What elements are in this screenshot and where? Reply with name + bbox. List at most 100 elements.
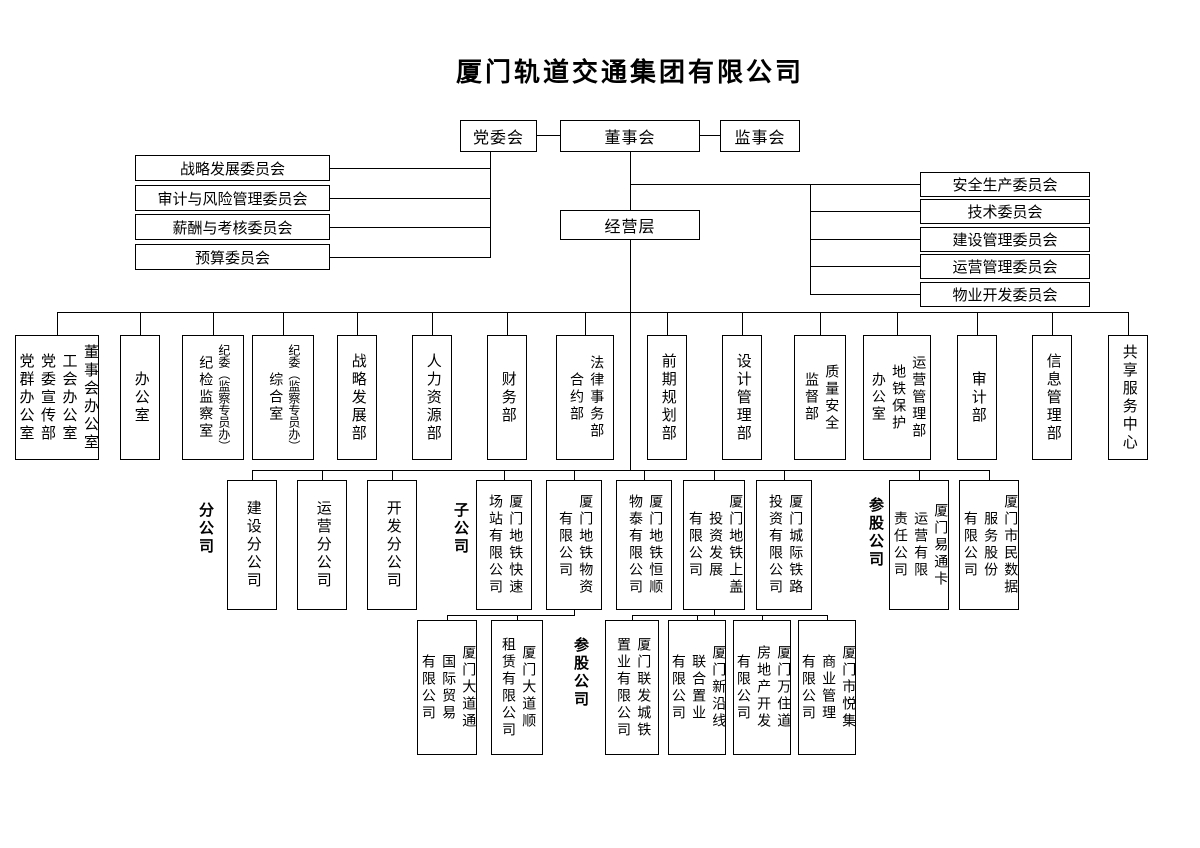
connector-line — [667, 312, 668, 335]
group-label: 分公司 — [197, 502, 213, 556]
connector-line — [714, 610, 715, 616]
connector-line — [989, 470, 990, 480]
node-board: 董事会 — [560, 120, 700, 152]
connector-line — [697, 615, 698, 620]
org-node-text: 厦门地铁物资 — [577, 494, 593, 596]
connector-line — [784, 470, 785, 480]
committee-node: 审计与风险管理委员会 — [135, 185, 330, 211]
org-node-text: 纪委（监察专员办） — [286, 343, 301, 452]
org-node-text: 厦门大道顺 — [520, 645, 536, 730]
committee-label: 技术委员会 — [967, 205, 1043, 221]
org-node-text: 场站有限公司 — [487, 494, 502, 596]
connector-line — [504, 470, 505, 480]
connector-line — [252, 470, 253, 480]
org-node: 运营分公司 — [297, 480, 347, 610]
committee-node: 物业开发委员会 — [920, 282, 1090, 307]
org-node: 前期规划部 — [647, 335, 687, 460]
connector-line — [392, 470, 393, 480]
org-node-text: 投资发展 — [707, 511, 723, 579]
org-node-text: 有限公司 — [734, 653, 750, 722]
committee-node: 建设管理委员会 — [920, 227, 1090, 252]
org-node-text: 厦门城际铁路 — [787, 494, 803, 596]
committee-node: 安全生产委员会 — [920, 172, 1090, 197]
org-node-text: 审计部 — [969, 370, 986, 425]
org-node-text: 厦门市民数据 — [1002, 494, 1018, 596]
org-node-text: 综合室 — [267, 372, 283, 423]
committee-label: 运营管理委员会 — [952, 260, 1058, 276]
connector-line — [330, 198, 490, 199]
org-node-text: 投资有限公司 — [767, 494, 782, 596]
org-node-text: 国际贸易 — [440, 653, 456, 722]
node-party-committee: 党委会 — [460, 120, 537, 152]
org-node-text: 党群办公室 — [17, 352, 34, 443]
connector-line — [585, 312, 586, 335]
connector-line — [1052, 312, 1053, 335]
org-node: 财务部 — [487, 335, 527, 460]
connector-line — [644, 470, 645, 480]
org-node: 运营管理部地铁保护办公室 — [863, 335, 931, 460]
org-node: 厦门地铁恒顺物泰有限公司 — [616, 480, 672, 610]
connector-line — [762, 615, 763, 620]
connector-line — [432, 312, 433, 335]
org-node-text: 运营分公司 — [314, 500, 331, 590]
committee-label: 预算委员会 — [194, 250, 270, 267]
org-node-text: 有限公司 — [686, 511, 702, 579]
connector-line — [574, 470, 575, 480]
connector-line — [322, 470, 323, 480]
org-node-text: 共享服务中心 — [1120, 343, 1137, 452]
committee-label: 安全生产委员会 — [952, 178, 1058, 194]
org-node-text: 设计管理部 — [734, 352, 751, 443]
connector-line — [574, 610, 575, 616]
connector-line — [810, 294, 920, 295]
page-title: 厦门轨道交通集团有限公司 — [455, 58, 804, 87]
committee-node: 薪酬与考核委员会 — [135, 214, 330, 240]
org-node-text: 办公室 — [869, 372, 885, 423]
committee-label: 审计与风险管理委员会 — [157, 191, 308, 208]
committee-node: 战略发展委员会 — [135, 155, 330, 181]
committee-label: 薪酬与考核委员会 — [172, 220, 293, 237]
org-node: 纪委（监察专员办）纪检监察室 — [182, 335, 244, 460]
node-label: 董事会 — [604, 130, 656, 147]
group-label: 子公司 — [452, 502, 468, 556]
connector-line — [810, 211, 920, 212]
org-node-text: 责任公司 — [891, 511, 907, 579]
connector-line — [252, 470, 990, 471]
connector-line — [1128, 312, 1129, 335]
committee-label: 战略发展委员会 — [179, 161, 285, 178]
org-node: 厦门联发城铁置业有限公司 — [605, 620, 659, 755]
org-node: 纪委（监察专员办）综合室 — [252, 335, 314, 460]
org-node: 战略发展部 — [337, 335, 377, 460]
connector-line — [57, 312, 1129, 313]
org-node-text: 物泰有限公司 — [627, 494, 642, 596]
connector-line — [213, 312, 214, 335]
org-node-text: 纪委（监察专员办） — [216, 343, 231, 452]
connector-line — [283, 312, 284, 335]
connector-line — [714, 470, 715, 480]
connector-line — [919, 470, 920, 480]
connector-line — [140, 312, 141, 335]
connector-line — [827, 615, 828, 620]
org-node: 厦门地铁物资有限公司 — [546, 480, 602, 610]
committee-node: 运营管理委员会 — [920, 254, 1090, 279]
org-node: 厦门新沿线联合置业有限公司 — [668, 620, 726, 755]
group-label: 参股公司 — [867, 497, 883, 569]
connector-line — [632, 615, 828, 616]
connector-line — [810, 266, 920, 267]
committee-label: 物业开发委员会 — [952, 288, 1058, 304]
org-node-text: 质量安全 — [823, 363, 839, 432]
org-node-text: 前期规划部 — [659, 352, 676, 443]
org-node-text: 厦门联发城铁 — [635, 636, 651, 739]
org-node-text: 党委宣传部 — [39, 352, 55, 443]
org-node-text: 厦门地铁快速 — [507, 494, 523, 596]
org-node-text: 有限公司 — [961, 511, 977, 579]
org-node: 厦门市悦集商业管理有限公司 — [798, 620, 856, 755]
connector-line — [810, 239, 920, 240]
connector-line — [742, 312, 743, 335]
org-node-text: 厦门市悦集 — [840, 645, 856, 730]
org-node-text: 信息管理部 — [1044, 352, 1061, 443]
org-node-text: 合约部 — [568, 372, 583, 423]
org-node: 厦门市民数据服务股份有限公司 — [959, 480, 1019, 610]
org-node: 厦门大道通国际贸易有限公司 — [417, 620, 477, 755]
org-node-text: 厦门新沿线 — [710, 645, 726, 730]
committee-node: 技术委员会 — [920, 199, 1090, 224]
